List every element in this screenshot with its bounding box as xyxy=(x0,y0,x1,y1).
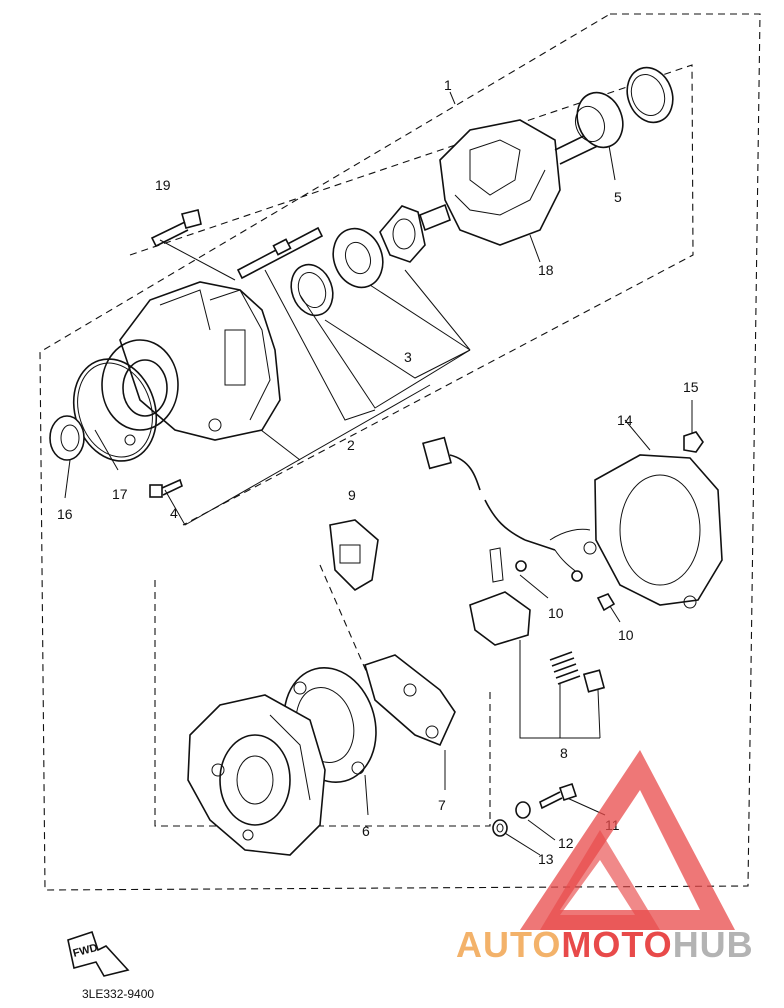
rear-cover xyxy=(583,454,723,609)
logo-text-hub: HUB xyxy=(673,924,754,965)
rear-bearing xyxy=(574,91,624,149)
label-part-19: 19 xyxy=(155,177,171,193)
label-part-10a: 10 xyxy=(548,605,564,621)
rectifier xyxy=(364,654,456,747)
label-part-12: 12 xyxy=(558,835,574,851)
logo-text-auto: AUTO xyxy=(456,924,561,965)
label-part-4: 4 xyxy=(170,505,178,521)
nut xyxy=(683,431,704,453)
bearing-cap xyxy=(626,66,674,124)
bolt-top xyxy=(150,209,202,248)
brush-spring xyxy=(549,651,606,693)
leader-lines xyxy=(64,91,693,856)
drawing-code: 3LE332-9400 xyxy=(82,987,154,1001)
spacer-ring xyxy=(290,263,334,317)
wire-harness xyxy=(422,436,591,576)
fwd-arrow: FWD xyxy=(67,930,130,977)
subgroup-outline-rear xyxy=(154,580,491,827)
bearing xyxy=(332,227,384,289)
label-part-16: 16 xyxy=(57,506,73,522)
bearing-retainer xyxy=(379,205,426,263)
subgroup-outline-rotor xyxy=(129,64,694,526)
rear-bolt xyxy=(539,782,578,810)
subgroup-outline-brush xyxy=(319,564,371,681)
label-part-13: 13 xyxy=(538,851,554,867)
rear-housing xyxy=(187,694,326,856)
svg-text:AUTOMOTOHUB: AUTOMOTOHUB xyxy=(456,924,754,965)
label-part-10b: 10 xyxy=(618,627,634,643)
label-part-8: 8 xyxy=(560,745,568,761)
washers xyxy=(492,801,531,837)
label-part-5: 5 xyxy=(614,189,622,205)
bolt-front xyxy=(149,478,183,498)
label-part-3: 3 xyxy=(404,349,412,365)
assembly-outline xyxy=(39,13,761,891)
logo-text-moto: MOTO xyxy=(561,924,672,965)
label-part-7: 7 xyxy=(438,797,446,813)
label-part-1: 1 xyxy=(444,77,452,93)
label-part-9: 9 xyxy=(348,487,356,503)
label-part-14: 14 xyxy=(617,412,633,428)
label-part-2: 2 xyxy=(347,437,355,453)
terminal-block xyxy=(469,547,616,646)
label-part-15: 15 xyxy=(683,379,699,395)
rotor xyxy=(419,119,608,246)
front-housing xyxy=(101,281,281,446)
brush-holder xyxy=(329,519,379,592)
label-part-18: 18 xyxy=(538,262,554,278)
automotohub-logo: AUTOMOTOHUB xyxy=(456,750,754,965)
label-part-6: 6 xyxy=(362,823,370,839)
oil-seal xyxy=(49,415,85,461)
label-part-17: 17 xyxy=(112,486,128,502)
through-bolt xyxy=(236,226,324,280)
